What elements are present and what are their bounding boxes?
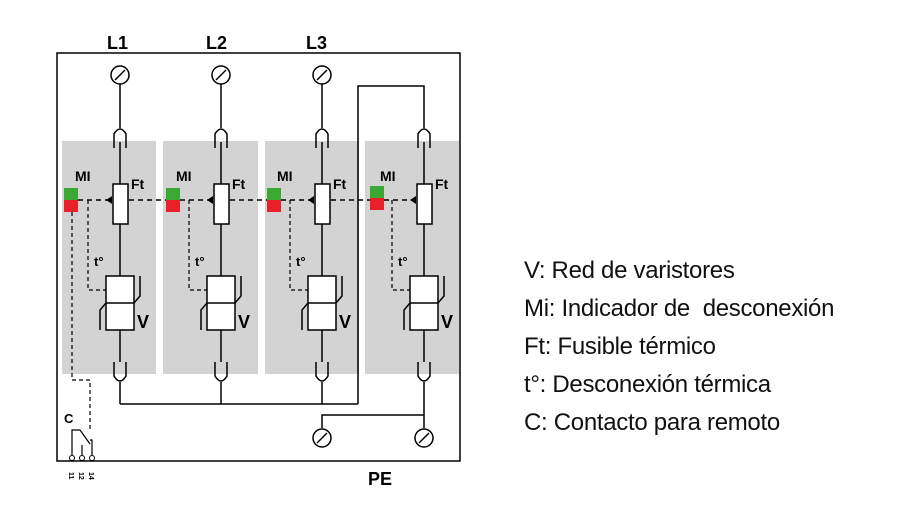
fuse-2 bbox=[213, 183, 230, 225]
module-3 bbox=[265, 141, 359, 374]
ft-label-4: Ft bbox=[435, 176, 449, 192]
ft-label-3: Ft bbox=[333, 176, 347, 192]
ft-label-2: Ft bbox=[232, 176, 246, 192]
module-2 bbox=[163, 141, 258, 374]
legend: V: Red de varistores Mi: Indicador de de… bbox=[524, 252, 834, 442]
label-l3: L3 bbox=[306, 33, 327, 53]
mi-label-2: MI bbox=[176, 168, 192, 184]
varistor-label-4: V bbox=[441, 312, 453, 332]
label-l1: L1 bbox=[107, 33, 128, 53]
indicator-group bbox=[64, 186, 384, 212]
thermal-label-4: t° bbox=[398, 254, 408, 269]
mi-label-4: MI bbox=[380, 168, 396, 184]
label-l2: L2 bbox=[206, 33, 227, 53]
varistor-label-2: V bbox=[238, 312, 250, 332]
ft-label-1: Ft bbox=[131, 176, 145, 192]
legend-item-t: t°: Desconexión térmica bbox=[524, 371, 771, 398]
varistor-label-1: V bbox=[137, 312, 149, 332]
module-1 bbox=[62, 141, 156, 374]
terminal-14: 14 bbox=[87, 472, 94, 480]
label-pe: PE bbox=[368, 469, 392, 489]
remote-contact bbox=[71, 429, 93, 455]
fuse-4 bbox=[416, 183, 433, 225]
legend-item-ft: Ft: Fusible térmico bbox=[524, 333, 716, 360]
thermal-label-2: t° bbox=[195, 254, 205, 269]
terminal-12: 12 bbox=[77, 472, 84, 480]
legend-item-c: C: Contacto para remoto bbox=[524, 409, 780, 436]
legend-item-mi: Mi: Indicador de desconexión bbox=[524, 295, 835, 322]
legend-item-v: V: Red de varistores bbox=[524, 257, 735, 284]
fuse-3 bbox=[314, 183, 331, 225]
thermal-label-1: t° bbox=[94, 254, 104, 269]
mi-label-3: MI bbox=[277, 168, 293, 184]
fuse-1 bbox=[112, 183, 129, 225]
mi-label-1: MI bbox=[75, 168, 91, 184]
module-4 bbox=[365, 141, 459, 374]
contact-label: C bbox=[64, 411, 74, 426]
terminal-11: 11 bbox=[67, 472, 74, 480]
varistor-label-3: V bbox=[339, 312, 351, 332]
thermal-label-3: t° bbox=[296, 254, 306, 269]
